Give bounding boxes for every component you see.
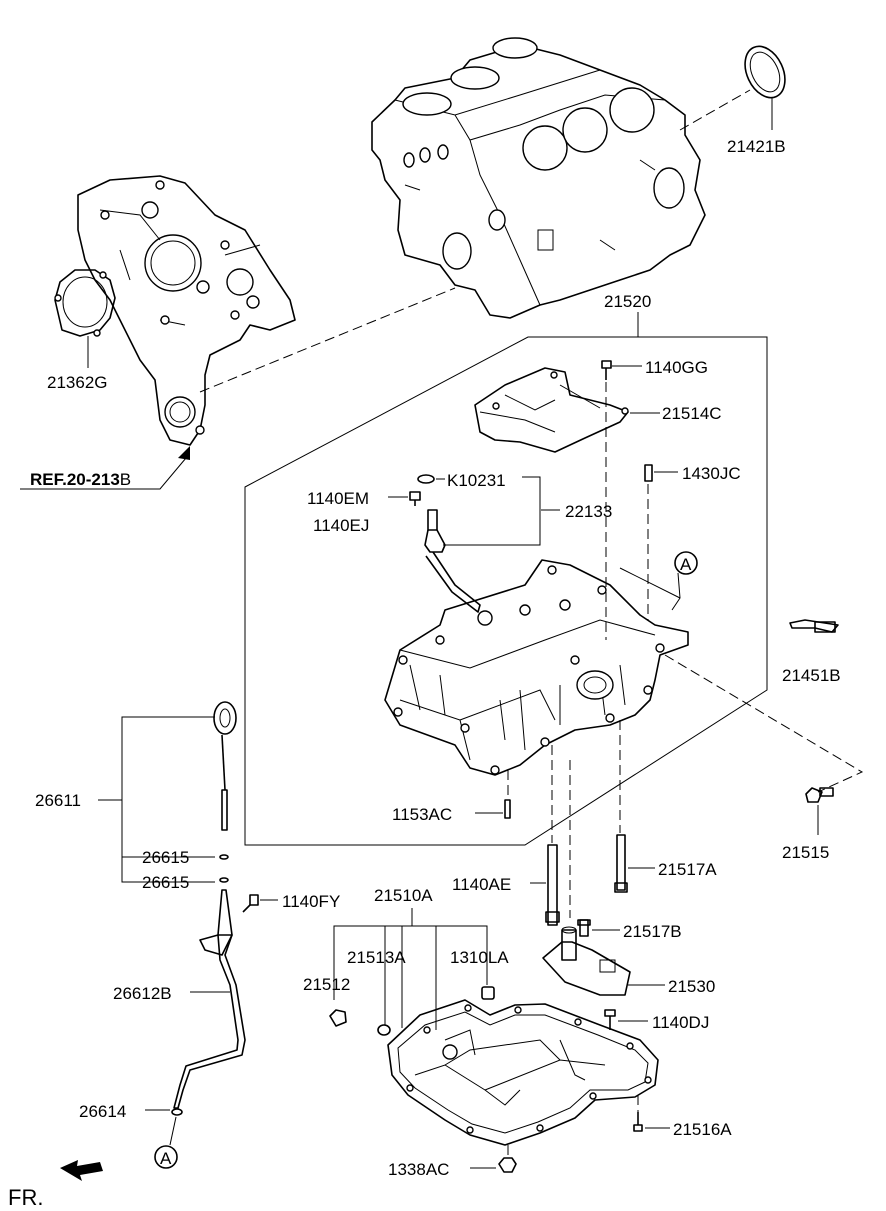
- marker-a-top: [674, 551, 698, 575]
- label-1430JC: 1430JC: [682, 464, 741, 483]
- label-1140FY: 1140FY: [282, 892, 340, 911]
- label-26615-a: 26615: [142, 848, 189, 867]
- cover-21362G: [54, 269, 116, 337]
- label-1310LA: 1310LA: [450, 948, 509, 967]
- label-1140AE: 1140AE: [452, 875, 511, 894]
- label-21530: 21530: [668, 977, 715, 996]
- label-21512: 21512: [303, 975, 350, 994]
- label-21516A: 21516A: [673, 1120, 732, 1139]
- marker-a-bottom-label: A: [160, 1149, 172, 1168]
- label-21514C: 21514C: [662, 404, 722, 423]
- oring-26615-b: [219, 877, 229, 883]
- label-21362G: 21362G: [47, 373, 108, 392]
- pin-1430JC: [644, 464, 653, 482]
- oil-strainer-pipe-22133: [424, 509, 481, 613]
- label-1140EJ: 1140EJ: [313, 516, 369, 535]
- label-22133: 22133: [565, 502, 612, 521]
- bolt-21517B: [577, 919, 591, 937]
- label-21421B: 21421B: [727, 137, 786, 156]
- timing-chain-cover: [77, 175, 296, 446]
- bolt-21517A: [614, 834, 628, 893]
- label-21517A: 21517A: [658, 860, 717, 879]
- engine-block: [371, 37, 706, 319]
- front-label: FR.: [8, 1185, 43, 1210]
- label-21510A: 21510A: [374, 886, 433, 905]
- ref-arrow: [20, 446, 190, 490]
- label-1140EM: 1140EM: [307, 489, 369, 508]
- assembly-box-21520: [244, 336, 768, 846]
- bolt-21516A: [633, 1112, 643, 1132]
- rear-oil-seal: [744, 45, 786, 99]
- baffle-plate-21514C: [474, 367, 629, 453]
- label-21451B: 21451B: [782, 666, 841, 685]
- guide-tube-26612B: [173, 889, 246, 1109]
- oring-26614: [171, 1108, 183, 1116]
- plug-21512: [329, 1009, 347, 1027]
- label-21515: 21515: [782, 843, 829, 862]
- cover-21530: [542, 926, 631, 996]
- label-1140GG: 1140GG: [645, 358, 708, 377]
- ref-suffix: B: [120, 470, 131, 489]
- oring-26615-a: [219, 854, 229, 860]
- label-1153AC: 1153AC: [392, 805, 452, 824]
- ref-prefix: REF.20-213: [30, 470, 120, 489]
- label-21517B: 21517B: [623, 922, 682, 941]
- bolt-1140DJ: [604, 1009, 616, 1030]
- label-1140DJ: 1140DJ: [652, 1013, 709, 1032]
- drain-plug-21515: [805, 787, 834, 803]
- bolt-1140EM: [409, 491, 421, 506]
- oring-K10231: [417, 474, 435, 484]
- sensor-21451B: [789, 619, 839, 633]
- label-26612B: 26612B: [113, 984, 172, 1003]
- label-21513A: 21513A: [347, 948, 406, 967]
- ref-label: REF.20-213B: [30, 470, 131, 489]
- label-1338AC: 1338AC: [388, 1160, 449, 1179]
- label-K10231: K10231: [447, 471, 506, 490]
- bolt-1140AE: [545, 844, 560, 926]
- dipstick-26611: [213, 701, 237, 831]
- dowel-1153AC: [504, 799, 511, 819]
- upper-oil-pan: [384, 559, 689, 776]
- lower-oil-pan: [387, 999, 659, 1146]
- gasket-21513A: [377, 1024, 391, 1036]
- front-direction-arrow: [60, 1160, 103, 1181]
- drain-plug-1338AC: [498, 1157, 517, 1173]
- label-26611: 26611: [35, 791, 81, 810]
- marker-a-top-label: A: [680, 555, 692, 574]
- label-26614: 26614: [79, 1102, 126, 1121]
- marker-a-bottom: [154, 1145, 178, 1169]
- cap-1310LA: [481, 986, 495, 1000]
- bolt-1140GG: [601, 360, 612, 380]
- bolt-1140FY: [242, 894, 259, 913]
- label-26615-b: 26615: [142, 873, 189, 892]
- label-21520: 21520: [604, 292, 651, 311]
